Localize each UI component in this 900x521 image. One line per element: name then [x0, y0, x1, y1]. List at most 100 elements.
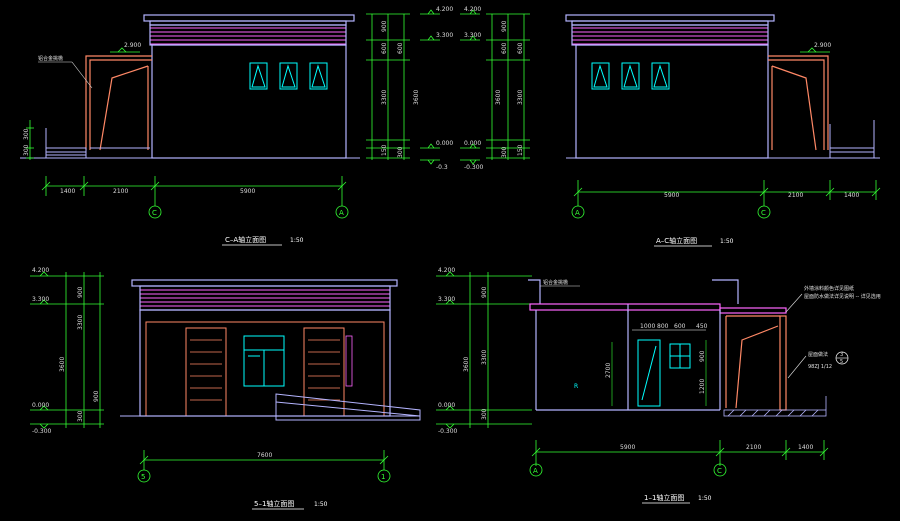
canopy-note: 铝合金挑檐: [543, 279, 568, 286]
roof-louver-stripes: [150, 27, 346, 45]
dimension-label: 3600: [413, 90, 420, 105]
note-leader: [71, 61, 93, 89]
elevation-c-a[interactable]: 300 300 2.900 铝合金挑檐 1400 2100 5900 C: [20, 14, 360, 246]
dimension-label: 2100: [788, 192, 803, 199]
louver-panel-right: [308, 339, 340, 401]
dimension-label: 1200: [699, 379, 706, 394]
dimension-label: 2100: [746, 444, 761, 451]
level-label: 4.200: [464, 6, 481, 13]
dimension-label: 3300: [381, 90, 388, 105]
dimension-label: 1400: [60, 188, 75, 195]
section-1-1[interactable]: 4.200 3.300 0.000 -0.300 900 3300 3600 3…: [436, 267, 881, 504]
drawing-title: C–A轴立面图: [225, 235, 266, 244]
entry-canopy: [85, 55, 152, 151]
dimension-label: 600: [397, 42, 404, 54]
dimension-label: 900: [699, 350, 706, 362]
section-level-strip[interactable]: 4.200 3.300 0.000 -0.3 4.200 3.300 0.000…: [366, 6, 530, 171]
steps: [45, 128, 150, 159]
dimension-label: 3300: [481, 350, 488, 365]
level-label: -0.300: [464, 164, 484, 171]
drawing-scale: 1:50: [314, 501, 328, 508]
side-door-frame: [345, 335, 353, 387]
axis-bubble-a: A: [571, 205, 585, 219]
axis-bubble-a: A: [529, 463, 543, 477]
dimension-label: 300: [481, 408, 488, 420]
dimension-label: 3300: [77, 315, 84, 330]
drawing-title: 5–1轴立面图: [254, 499, 294, 508]
left-level-dims: [436, 271, 532, 429]
horizontal-dimension-line: [139, 450, 389, 470]
roof-note: 98ZJ 1/12: [808, 364, 832, 370]
svg-text:3: 3: [840, 352, 843, 358]
dimension-label: 300: [501, 146, 508, 158]
drawing-scale: 1:50: [720, 238, 734, 245]
level-label: 3.300: [464, 32, 481, 39]
dimension-label: 450: [696, 323, 708, 330]
dimension-label: 600: [674, 323, 686, 330]
entrance-door: [243, 335, 285, 387]
level-label: 4.200: [436, 6, 453, 13]
ground-slab-hatch: [723, 396, 827, 417]
dimension-label: 2700: [605, 363, 612, 378]
level-label: 3.300: [438, 296, 455, 303]
window-set: [591, 62, 670, 90]
elevation-a-c[interactable]: 2.900 5900 2100 1400 A C A–C轴立面图 1:50: [565, 14, 881, 247]
svg-text:5: 5: [840, 359, 843, 365]
axis-bubble-c: C: [713, 463, 727, 477]
svg-text:A: A: [533, 467, 538, 475]
dimension-label: 3600: [495, 90, 502, 105]
finish-note: 外墙涂料颜色详见图纸: [804, 285, 854, 292]
dimension-label: 5900: [240, 188, 255, 195]
canopy-level-mark: [110, 47, 140, 53]
level-label: 0.000: [32, 402, 49, 409]
dimension-label: 5900: [620, 444, 635, 451]
note-leader: [787, 355, 807, 379]
finish-note: 屋面防水做法详见说明 -- 详见选用: [804, 293, 881, 300]
drawing-scale: 1:50: [698, 495, 712, 502]
dimension-label: 1400: [844, 192, 859, 199]
axis-bubble-5: 5: [137, 469, 151, 483]
roof-louver-stripes: [572, 27, 768, 45]
dimension-label: 900: [481, 286, 488, 298]
dimension-label: 7600: [257, 452, 272, 459]
window-set: [249, 62, 328, 90]
axis-bubble-a: A: [335, 205, 349, 219]
level-label: 300: [23, 128, 30, 140]
elevation-5-1[interactable]: 4.200 3.300 0.000 -0.300 900 3300 3600 9…: [30, 267, 421, 510]
dimension-label: 800: [657, 323, 669, 330]
dimension-label: 600: [501, 42, 508, 54]
dimension-label: 3600: [59, 357, 66, 372]
dimension-label: 2100: [113, 188, 128, 195]
dimension-label: 900: [501, 20, 508, 32]
dimension-label: 150: [381, 144, 388, 156]
svg-text:1: 1: [381, 473, 385, 481]
level-label: 4.200: [32, 267, 49, 274]
dimension-label: 3600: [463, 357, 470, 372]
drawing-title: 1–1轴立面图: [644, 493, 684, 502]
svg-text:C: C: [761, 209, 766, 217]
dimension-label: 900: [93, 390, 100, 402]
section-level-marks: [420, 9, 480, 165]
dimension-label: 150: [517, 144, 524, 156]
level-label: 0.000: [436, 140, 453, 147]
drawing-scale: 1:50: [290, 237, 304, 244]
svg-text:A: A: [575, 209, 580, 217]
level-label: -0.3: [436, 164, 448, 171]
axis-bubble-c: C: [757, 205, 771, 219]
dimension-label: 600: [517, 42, 524, 54]
axis-bubble-c: C: [148, 205, 162, 219]
level-label: 0.000: [438, 402, 455, 409]
level-label: 3.300: [32, 296, 49, 303]
axis-bubble-1: 1: [377, 469, 391, 483]
svg-text:A: A: [339, 209, 344, 217]
dimension-label: 600: [381, 42, 388, 54]
louver-panel-left: [190, 339, 222, 401]
dimension-label: 1400: [798, 444, 813, 451]
note-leader: [785, 293, 803, 313]
canopy-level-label: 2.900: [124, 42, 141, 49]
svg-text:C: C: [152, 209, 157, 217]
level-label: -0.300: [438, 428, 458, 435]
level-label: -0.300: [32, 428, 52, 435]
